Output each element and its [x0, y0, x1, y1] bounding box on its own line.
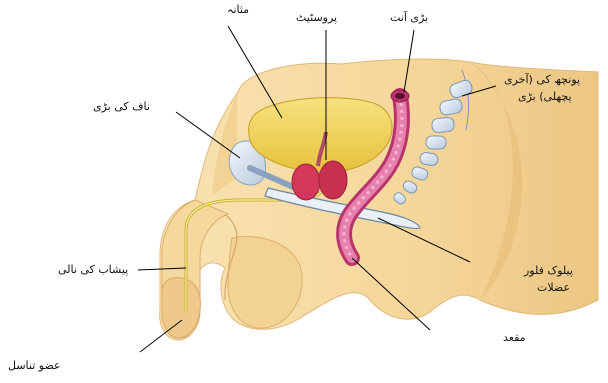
label-penis: عضو تناسل — [8, 358, 61, 373]
label-urethra: پیشاب کی نالی — [58, 262, 128, 277]
label-large-intestine: بڑی آنت — [390, 10, 428, 25]
label-anus: مقعد — [503, 330, 526, 345]
label-coccyx-line1: پونچھ کی (آخری — [504, 72, 580, 87]
label-pubic-bone: ناف کی بڑی — [93, 99, 150, 114]
prostate-left — [292, 164, 320, 200]
label-coccyx-line2: پچھلی) بڑی — [518, 89, 572, 104]
label-prostate: پروسٹیٹ — [296, 10, 337, 25]
label-pelvic-floor-line1: پیلوک فلور — [524, 263, 573, 278]
label-pelvic-floor-line2: عضلات — [537, 280, 570, 295]
label-bladder: مثانہ — [227, 2, 249, 17]
prostate-right — [319, 161, 347, 199]
